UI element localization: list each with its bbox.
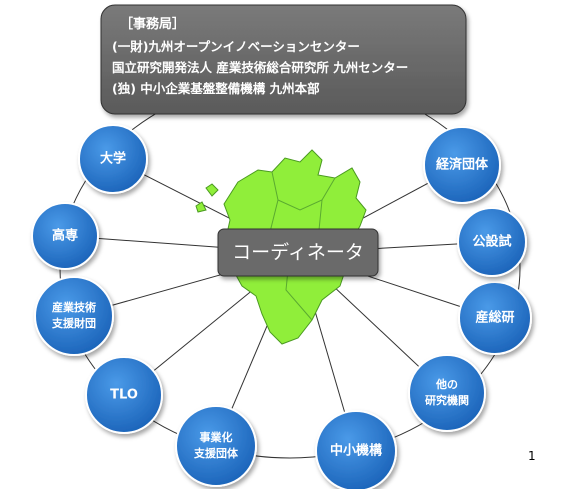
node-circle xyxy=(78,124,148,194)
node-label: 事業化 xyxy=(200,430,233,444)
secretariat-line-2: 国立研究開発法人 産業技術総合研究所 九州センター xyxy=(112,60,408,75)
node-label: 高専 xyxy=(52,228,78,244)
node-label: 産業技術 xyxy=(52,300,96,314)
node-circle xyxy=(458,281,532,355)
node-label: 研究機関 xyxy=(425,393,469,407)
node-smrj: 中小機構 xyxy=(315,410,397,489)
node-label: 他の xyxy=(435,377,458,391)
page-number: 1 xyxy=(528,449,536,463)
node-label: 支援財団 xyxy=(51,316,96,330)
secretariat-heading: ［事務局］ xyxy=(120,16,185,32)
node-circle xyxy=(85,356,163,434)
node-label: TLO xyxy=(110,388,138,403)
node-label: 支援団体 xyxy=(193,446,239,460)
node-university: 大学 xyxy=(78,124,148,194)
node-label: 大学 xyxy=(100,151,126,167)
node-tlo: TLO xyxy=(85,356,163,434)
node-circle xyxy=(315,410,397,489)
node-label: 産総研 xyxy=(475,310,514,326)
secretariat-box xyxy=(100,4,467,115)
node-circle xyxy=(423,126,501,204)
node-circle xyxy=(408,354,486,432)
secretariat-line-3: (独) 中小企業基盤整備機構 九州本部 xyxy=(112,81,320,96)
coordinator-box xyxy=(217,228,379,277)
secretariat-line-1: (一財)九州オープンイノベーションセンター xyxy=(112,39,360,54)
node-circle xyxy=(31,202,99,270)
node-circle xyxy=(34,276,114,356)
node-circle xyxy=(175,405,257,487)
node-label: 中小機構 xyxy=(330,443,382,459)
node-circle xyxy=(457,207,527,277)
node-aist: 産総研 xyxy=(458,281,532,355)
node-economic-groups: 経済団体 xyxy=(423,126,501,204)
node-label: 公設試 xyxy=(472,234,511,250)
coordinator-label: コーディネータ xyxy=(232,242,364,264)
node-public-lab: 公設試 xyxy=(457,207,527,277)
node-kosen: 高専 xyxy=(31,202,99,270)
node-label: 経済団体 xyxy=(436,157,489,173)
